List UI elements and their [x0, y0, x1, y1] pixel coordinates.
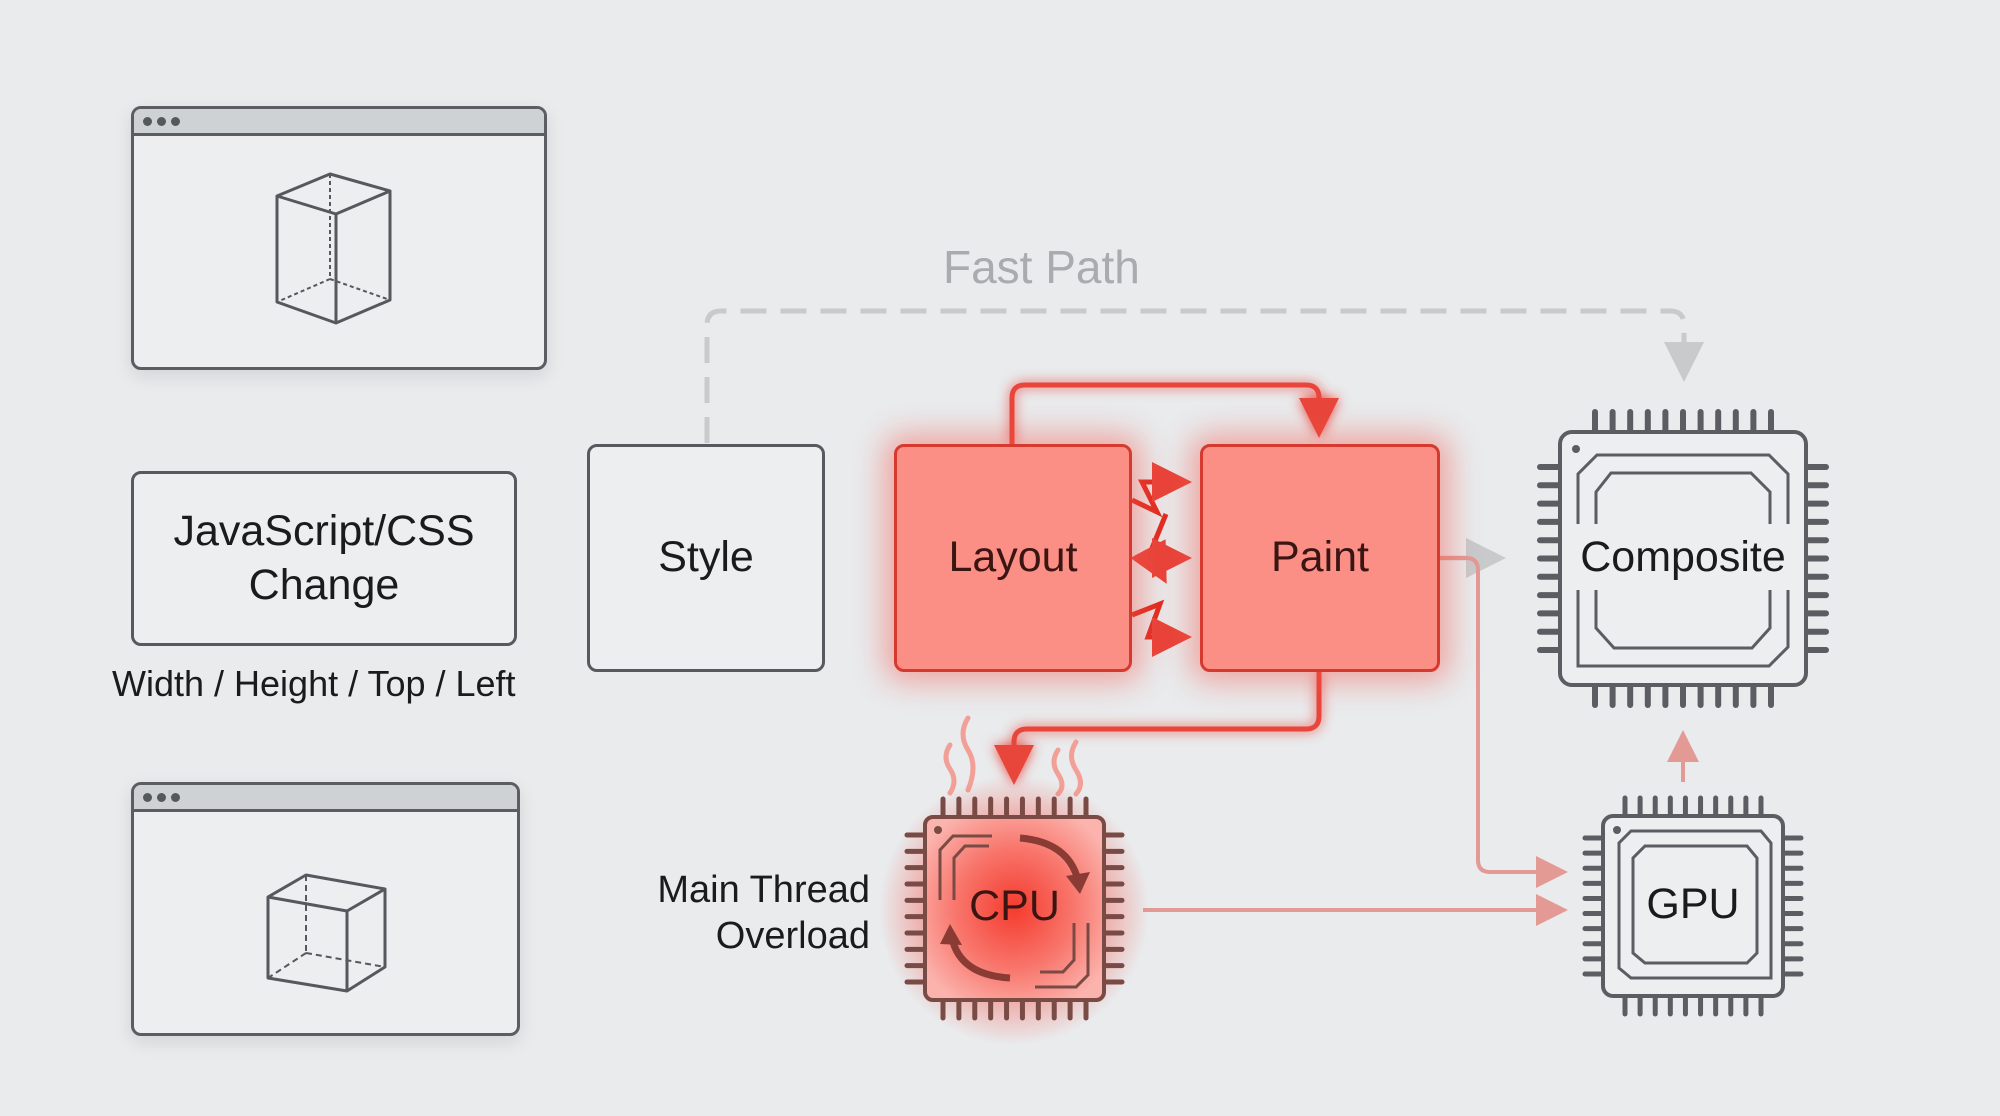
cpu-caption: Main Thread Overload — [620, 868, 870, 959]
composite-label: Composite — [1580, 533, 1786, 581]
node-label: Layout — [948, 533, 1078, 582]
node-label: Paint — [1270, 533, 1369, 582]
fast-path-connector — [704, 308, 1704, 443]
paint-node: Paint — [1200, 444, 1440, 672]
node-label: Change — [248, 560, 400, 609]
node-label: JavaScript/CSS — [173, 506, 475, 555]
cpu-caption-line: Main Thread — [657, 869, 870, 911]
node-label: Style — [658, 533, 754, 582]
cpu-chip-icon — [879, 775, 1149, 1045]
window-dot-icon — [143, 116, 152, 126]
window-dot-icon — [171, 792, 180, 802]
trigger-caption: Width / Height / Top / Left — [112, 663, 516, 704]
browser-window-top — [131, 106, 547, 370]
cpu-label: CPU — [969, 882, 1060, 930]
zigzag-arrow — [1130, 539, 1167, 584]
arrow-layout-to-paint-loop — [1009, 382, 1339, 444]
layout-thrashing-arrows — [1130, 462, 1192, 657]
zigzag-arrow — [1130, 462, 1192, 518]
window-dot-icon — [171, 116, 180, 126]
cube-icon — [275, 172, 392, 325]
cube-icon — [266, 873, 387, 993]
window-titlebar — [134, 785, 517, 812]
zigzag-arrow — [1144, 513, 1192, 578]
cpu-caption-line: Overload — [715, 914, 870, 957]
window-dot-icon — [143, 792, 152, 802]
window-dot-icon — [157, 792, 166, 802]
zigzag-arrow — [1131, 599, 1192, 657]
layout-node: Layout — [894, 444, 1132, 672]
window-titlebar — [134, 109, 544, 136]
gpu-label: GPU — [1646, 880, 1740, 928]
window-dot-icon — [157, 116, 166, 126]
cycle-arrow-icon — [1019, 834, 1082, 882]
composite-chip-icon — [1537, 409, 1829, 708]
cycle-arrow-icon — [948, 937, 1011, 982]
style-node: Style — [587, 444, 825, 672]
fast-path-label: Fast Path — [943, 241, 1140, 293]
browser-window-bottom — [131, 782, 520, 1036]
arrow-paint-to-cpu — [994, 672, 1322, 785]
arrow-paint-to-gpu — [1440, 556, 1568, 888]
js-css-change-node: JavaScript/CSS Change — [131, 471, 517, 646]
gpu-chip-icon — [1582, 795, 1804, 1017]
